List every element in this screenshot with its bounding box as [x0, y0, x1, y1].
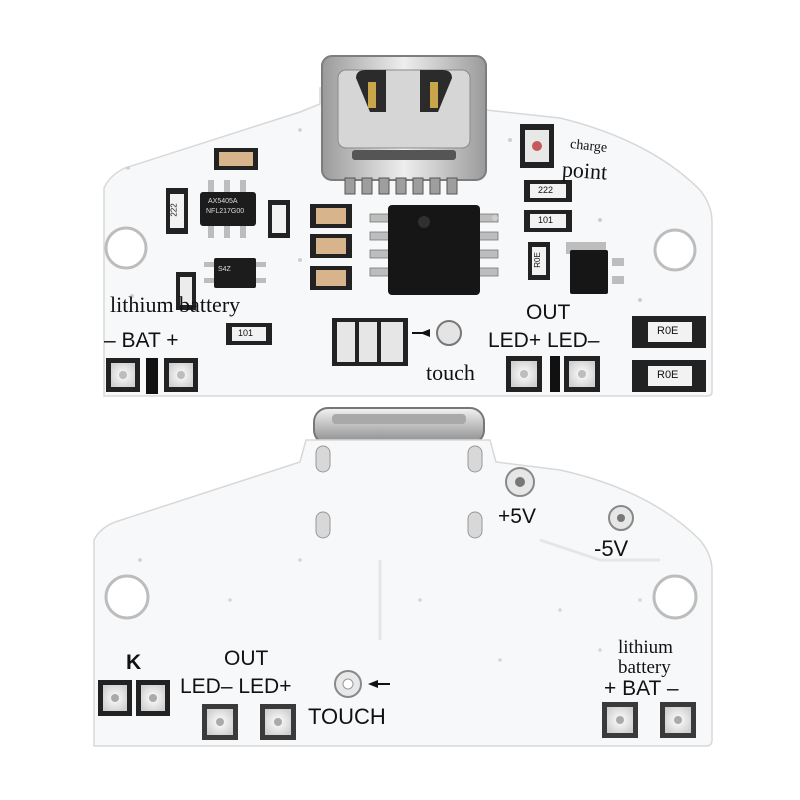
touch-label-top: touch [426, 360, 475, 385]
ic-sop8 [369, 205, 499, 295]
touch-label-bottom: TOUCH [308, 704, 386, 729]
bat-label-top: – BAT + [104, 329, 179, 352]
chip-label-sot-small: S4Z [218, 266, 231, 273]
out-label-bottom: OUT [224, 647, 269, 670]
chip-label-101-right: 101 [538, 215, 554, 225]
chip-label-222-right: 222 [538, 185, 554, 195]
touch-pad-top [436, 320, 462, 346]
ic-ax5405 [200, 180, 256, 238]
transistor-sot89 [566, 242, 624, 294]
mount-hole-top-left [104, 226, 148, 270]
point-label: point [561, 156, 609, 185]
out-label-top: OUT [526, 301, 571, 324]
bottom-board [93, 407, 713, 747]
chip-label-ax5405-line2: NFL217G00 [206, 208, 245, 215]
chip-label-r0e-a: R0E [657, 325, 679, 337]
minus5v-label: -5V [594, 536, 629, 561]
battery-label-bottom: battery [618, 657, 671, 678]
capacitor-column [310, 204, 352, 290]
chip-label-ax5405-line1: AX5405A [208, 198, 238, 205]
chip-label-101-bottom: 101 [238, 328, 254, 338]
chip-label-r0e-b: R0E [657, 369, 679, 381]
led-label-bottom: LED– LED+ [180, 675, 292, 698]
lithium-battery-label-top: lithium battery [110, 292, 241, 317]
chip-label-r0e: R0E [532, 252, 542, 268]
lithium-label-bottom: lithium [618, 637, 673, 658]
bat-label-bottom: + BAT – [604, 677, 679, 700]
mount-hole-bottom-left [104, 574, 150, 620]
mount-hole-top-right [653, 228, 697, 272]
chip-label-222-left: 222 [169, 203, 179, 217]
mount-hole-bottom-right [652, 574, 698, 620]
top-board [103, 55, 713, 397]
bottom-board-outline [93, 439, 713, 747]
plus5v-label: +5V [498, 505, 536, 528]
usb-c-connector-top [321, 55, 487, 195]
k-label: K [126, 651, 142, 674]
led-label-top: LED+ LED– [488, 329, 600, 352]
